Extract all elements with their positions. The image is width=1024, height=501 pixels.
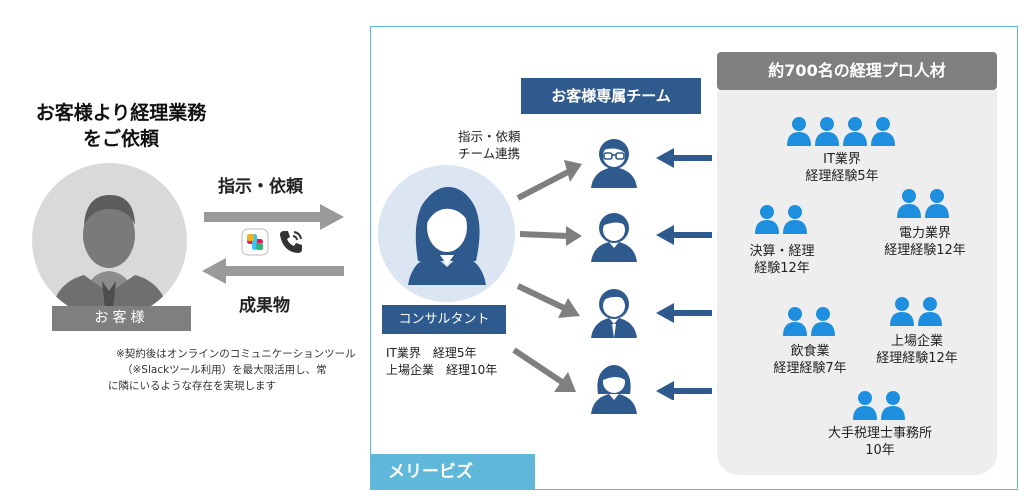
people-group-icon	[783, 306, 837, 336]
request-arrow	[204, 204, 344, 234]
team-title: お客様専属チーム	[521, 78, 701, 114]
pool-group-label: 決算・経理 経験12年	[749, 244, 815, 276]
pool-team-arrows	[656, 148, 712, 400]
deliverable-arrow	[202, 258, 344, 288]
team-member-icon	[587, 360, 641, 414]
consultant-career: IT業界 経理5年 上場企業 経理10年	[386, 346, 498, 377]
slack-icon	[241, 228, 269, 260]
people-group-icon	[853, 390, 907, 420]
consultant-label: コンサルタント	[382, 305, 506, 334]
phone-icon	[277, 228, 305, 260]
consultant-avatar	[378, 165, 515, 302]
pool-group-label: 飲食業 経理経験7年	[773, 344, 847, 376]
client-avatar	[32, 163, 187, 318]
request-title: お客様より経理業務 をご依頼	[35, 102, 207, 150]
pool-title: 約700名の経理プロ人材	[717, 52, 997, 90]
usage-note: ※契約後はオンラインのコミュニケーションツール （※Slackツール利用）を最大…	[108, 348, 356, 392]
pool-group-label: 電力業界 経理経験12年	[884, 226, 966, 258]
instruction-label: 指示・依頼 チーム連携	[458, 129, 521, 161]
request-label: 指示・依頼	[218, 177, 303, 197]
deliverable-label: 成果物	[239, 296, 290, 316]
team-member-icon	[587, 284, 641, 338]
arrow-to-member-3	[516, 283, 580, 318]
people-group-icon	[755, 204, 809, 234]
people-group-icon	[787, 116, 897, 146]
service-frame	[370, 26, 1018, 490]
arrow-to-member-4	[512, 347, 576, 392]
pool-group-label: 大手税理士事務所 10年	[827, 426, 932, 458]
pool-group-label: IT業界 経理経験5年	[805, 152, 879, 184]
team-member-icon	[587, 208, 641, 262]
brand-name: メリービズ	[370, 454, 535, 490]
people-group-icon	[890, 296, 944, 326]
team-member-icon	[587, 134, 641, 188]
arrow-to-member-2	[519, 226, 582, 246]
pool-group-label: 上場企業 経理経験12年	[876, 334, 958, 366]
people-group-icon	[897, 188, 951, 218]
consultant-team-arrows	[512, 160, 582, 392]
client-label: お客様	[52, 306, 191, 331]
arrow-to-member-1	[516, 160, 582, 201]
